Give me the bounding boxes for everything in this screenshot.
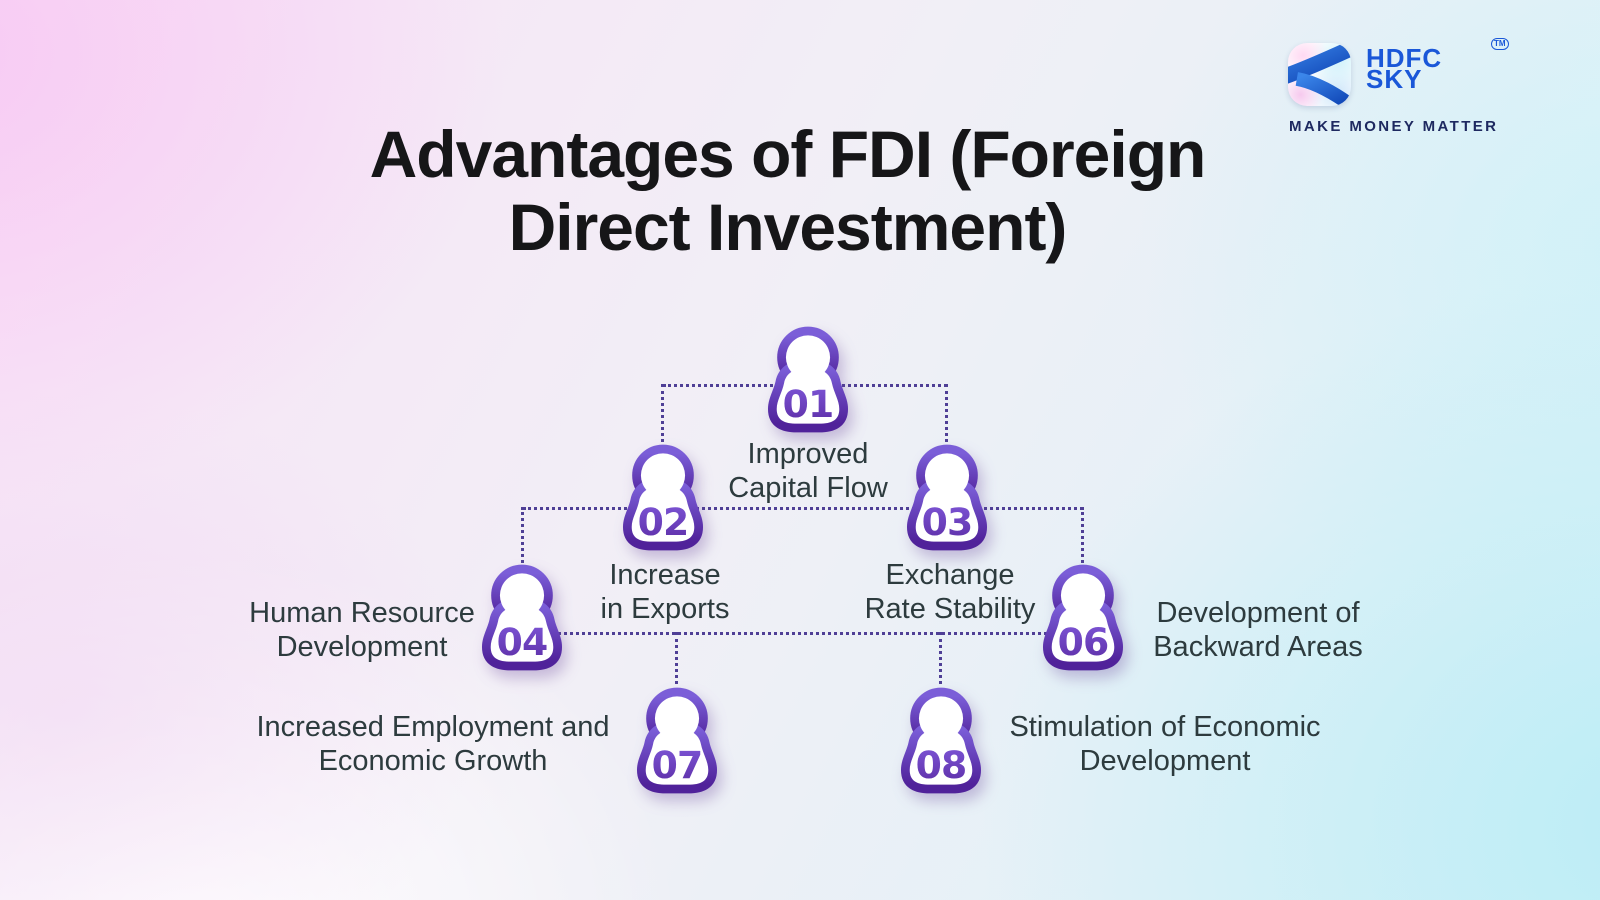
person-icon: 08 [900, 687, 982, 794]
brand-tagline: MAKE MONEY MATTER [1289, 118, 1499, 135]
node-number: 08 [916, 743, 967, 787]
label-line: Improved [747, 438, 869, 470]
node-number: 03 [922, 500, 973, 544]
label-development-of-backward-areas: Development of Backward Areas [1078, 596, 1438, 664]
brand-name-top: HDFC [1366, 43, 1443, 73]
node-number: 06 [1058, 620, 1109, 664]
node-exchange-rate-stability: 03 [901, 444, 993, 551]
node-number: 04 [497, 620, 548, 664]
connector-low-horizontal [523, 632, 1083, 635]
person-icon: 04 [481, 564, 563, 671]
node-stimulation-of-economic-development: 08 [895, 687, 987, 794]
node-increased-employment: 07 [631, 687, 723, 794]
node-increase-in-exports: 02 [617, 444, 709, 551]
label-line: Increased Employment and [256, 711, 610, 743]
label-line: in Exports [600, 593, 730, 625]
connector-mid-horizontal [523, 507, 1083, 510]
person-icon: 01 [767, 326, 849, 433]
connector-drop-to-06 [1081, 507, 1084, 568]
connector-drop-to-03 [945, 384, 948, 448]
label-line: Human Resource [249, 597, 475, 629]
label-line: Stimulation of Economic [1009, 711, 1321, 743]
label-line: Increase [609, 559, 721, 591]
trademark-symbol: TM [1491, 38, 1509, 50]
brand-name-bottom: SKY [1366, 64, 1423, 94]
label-line: Economic Growth [318, 745, 548, 777]
person-icon: 03 [906, 444, 988, 551]
hdfc-sky-app-icon [1288, 43, 1351, 106]
connector-drop-to-07 [675, 632, 678, 691]
label-line: Development [276, 631, 448, 663]
label-line: Development of [1156, 597, 1360, 629]
label-improved-capital-flow: Improved Capital Flow [648, 437, 968, 505]
person-icon: 02 [622, 444, 704, 551]
label-line: Capital Flow [728, 472, 888, 504]
person-icon: 06 [1042, 564, 1124, 671]
connector-drop-to-02 [661, 384, 664, 448]
person-icon: 07 [636, 687, 718, 794]
label-line: Backward Areas [1153, 631, 1363, 663]
label-line: Exchange [885, 559, 1015, 591]
node-improved-capital-flow: 01 [762, 326, 854, 433]
title-line-1: Advantages of FDI (Foreign [369, 117, 1207, 191]
node-number: 07 [652, 743, 703, 787]
connector-drop-to-04 [521, 507, 524, 568]
node-development-of-backward-areas: 06 [1037, 564, 1129, 671]
label-line: Development [1079, 745, 1251, 777]
connector-drop-to-08 [939, 632, 942, 691]
label-exchange-rate-stability: Exchange Rate Stability [790, 558, 1110, 626]
label-increase-in-exports: Increase in Exports [505, 558, 825, 626]
label-human-resource-development: Human Resource Development [182, 596, 542, 664]
title-line-2: Direct Investment) [508, 190, 1068, 264]
node-human-resource-development: 04 [476, 564, 568, 671]
label-line: Rate Stability [864, 593, 1036, 625]
node-number: 01 [783, 382, 834, 426]
node-number: 02 [638, 500, 689, 544]
label-stimulation-economic-development: Stimulation of Economic Development [945, 710, 1385, 778]
label-increased-employment: Increased Employment and Economic Growth [213, 710, 653, 778]
swoosh-icon [1288, 43, 1351, 106]
